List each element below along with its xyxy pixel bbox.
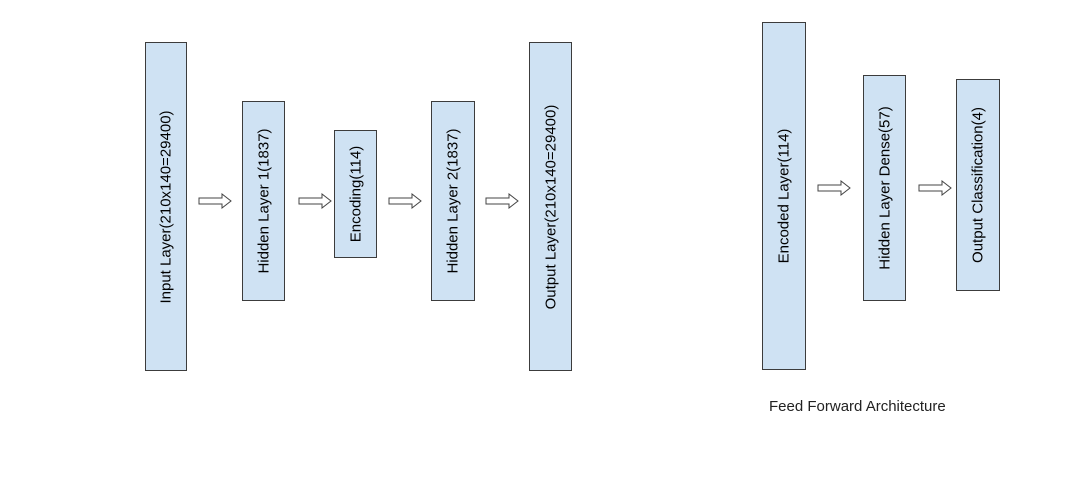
arrow-right-icon (198, 193, 232, 209)
output-layer-label: Output Layer(210x140=29400) (542, 104, 559, 309)
arrow-right-icon (817, 180, 851, 196)
encoding-label: Encoding(114) (347, 145, 364, 243)
input-layer-box: Input Layer(210x140=29400) (145, 42, 187, 371)
hidden-layer-1-box: Hidden Layer 1(1837) (242, 101, 285, 301)
arrow-right-icon (485, 193, 519, 209)
encoded-layer-label: Encoded Layer(114) (775, 128, 793, 264)
output-classification-label: Output Classification(4) (969, 107, 987, 263)
feed-forward-caption: Feed Forward Architecture (769, 398, 946, 415)
output-classification-box: Output Classification(4) (956, 79, 1000, 291)
hidden-layer-dense-box: Hidden Layer Dense(57) (863, 75, 906, 301)
input-layer-label: Input Layer(210x140=29400) (157, 109, 175, 304)
encoded-layer-box: Encoded Layer(114) (762, 22, 806, 370)
arrow-right-icon (298, 193, 332, 209)
arrow-right-icon (388, 193, 422, 209)
arrow-right-icon (918, 180, 952, 196)
hidden-layer-2-label: Hidden Layer 2(1837) (444, 128, 462, 274)
hidden-layer-1-label: Hidden Layer 1(1837) (255, 128, 272, 274)
output-layer-box: Output Layer(210x140=29400) (529, 42, 572, 371)
encoding-box: Encoding(114) (334, 130, 377, 258)
hidden-layer-dense-label: Hidden Layer Dense(57) (876, 106, 893, 270)
hidden-layer-2-box: Hidden Layer 2(1837) (431, 101, 475, 301)
